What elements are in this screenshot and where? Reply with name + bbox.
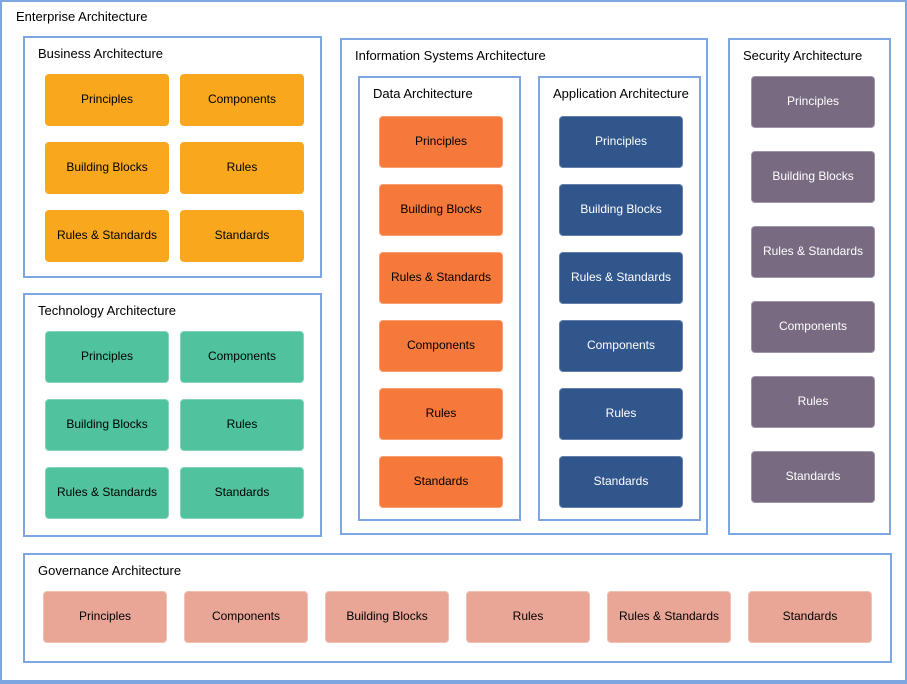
security-column: Principles Building Blocks Rules & Stand… — [751, 76, 875, 503]
node-rules-and-standards[interactable]: Rules & Standards — [379, 252, 503, 304]
node-components[interactable]: Components — [180, 331, 304, 383]
node-components[interactable]: Components — [184, 591, 308, 643]
node-rules[interactable]: Rules — [180, 142, 304, 194]
node-rules[interactable]: Rules — [180, 399, 304, 451]
frame-data-architecture[interactable]: Data Architecture Principles Building Bl… — [358, 76, 521, 521]
frame-title-information-systems: Information Systems Architecture — [355, 48, 546, 63]
node-rules-and-standards[interactable]: Rules & Standards — [45, 467, 169, 519]
node-components[interactable]: Components — [559, 320, 683, 372]
governance-row: Principles Components Building Blocks Ru… — [43, 591, 872, 643]
business-grid: Principles Components Building Blocks Ru… — [45, 74, 304, 262]
node-components[interactable]: Components — [751, 301, 875, 353]
frame-title-business: Business Architecture — [38, 46, 164, 61]
application-column: Principles Building Blocks Rules & Stand… — [559, 116, 683, 508]
node-building-blocks[interactable]: Building Blocks — [559, 184, 683, 236]
node-building-blocks[interactable]: Building Blocks — [325, 591, 449, 643]
frame-title-application: Application Architecture — [553, 86, 689, 101]
node-standards[interactable]: Standards — [559, 456, 683, 508]
node-standards[interactable]: Standards — [748, 591, 872, 643]
node-components[interactable]: Components — [180, 74, 304, 126]
node-standards[interactable]: Standards — [180, 210, 304, 262]
node-rules[interactable]: Rules — [466, 591, 590, 643]
node-rules[interactable]: Rules — [751, 376, 875, 428]
node-rules-and-standards[interactable]: Rules & Standards — [45, 210, 169, 262]
node-principles[interactable]: Principles — [559, 116, 683, 168]
node-principles[interactable]: Principles — [751, 76, 875, 128]
frame-title-governance: Governance Architecture — [38, 563, 182, 578]
frame-security-architecture[interactable]: Security Architecture Principles Buildin… — [728, 38, 891, 535]
frame-title-technology: Technology Architecture — [38, 303, 177, 318]
frame-application-architecture[interactable]: Application Architecture Principles Buil… — [538, 76, 701, 521]
node-building-blocks[interactable]: Building Blocks — [45, 399, 169, 451]
frame-business-architecture[interactable]: Business Architecture Principles Compone… — [23, 36, 322, 278]
data-column: Principles Building Blocks Rules & Stand… — [379, 116, 503, 508]
node-standards[interactable]: Standards — [379, 456, 503, 508]
node-rules[interactable]: Rules — [559, 388, 683, 440]
node-components[interactable]: Components — [379, 320, 503, 372]
frame-title-security: Security Architecture — [743, 48, 863, 63]
node-principles[interactable]: Principles — [43, 591, 167, 643]
node-rules[interactable]: Rules — [379, 388, 503, 440]
node-principles[interactable]: Principles — [45, 331, 169, 383]
node-building-blocks[interactable]: Building Blocks — [45, 142, 169, 194]
node-standards[interactable]: Standards — [180, 467, 304, 519]
node-principles[interactable]: Principles — [45, 74, 169, 126]
node-principles[interactable]: Principles — [379, 116, 503, 168]
node-building-blocks[interactable]: Building Blocks — [751, 151, 875, 203]
frame-information-systems-architecture[interactable]: Information Systems Architecture Data Ar… — [340, 38, 708, 535]
frame-governance-architecture[interactable]: Governance Architecture Principles Compo… — [23, 553, 892, 663]
page-title: Enterprise Architecture — [16, 9, 148, 24]
node-rules-and-standards[interactable]: Rules & Standards — [751, 226, 875, 278]
node-rules-and-standards[interactable]: Rules & Standards — [559, 252, 683, 304]
frame-technology-architecture[interactable]: Technology Architecture Principles Compo… — [23, 293, 322, 537]
node-standards[interactable]: Standards — [751, 451, 875, 503]
node-building-blocks[interactable]: Building Blocks — [379, 184, 503, 236]
node-rules-and-standards[interactable]: Rules & Standards — [607, 591, 731, 643]
technology-grid: Principles Components Building Blocks Ru… — [45, 331, 304, 519]
frame-title-data: Data Architecture — [373, 86, 473, 101]
